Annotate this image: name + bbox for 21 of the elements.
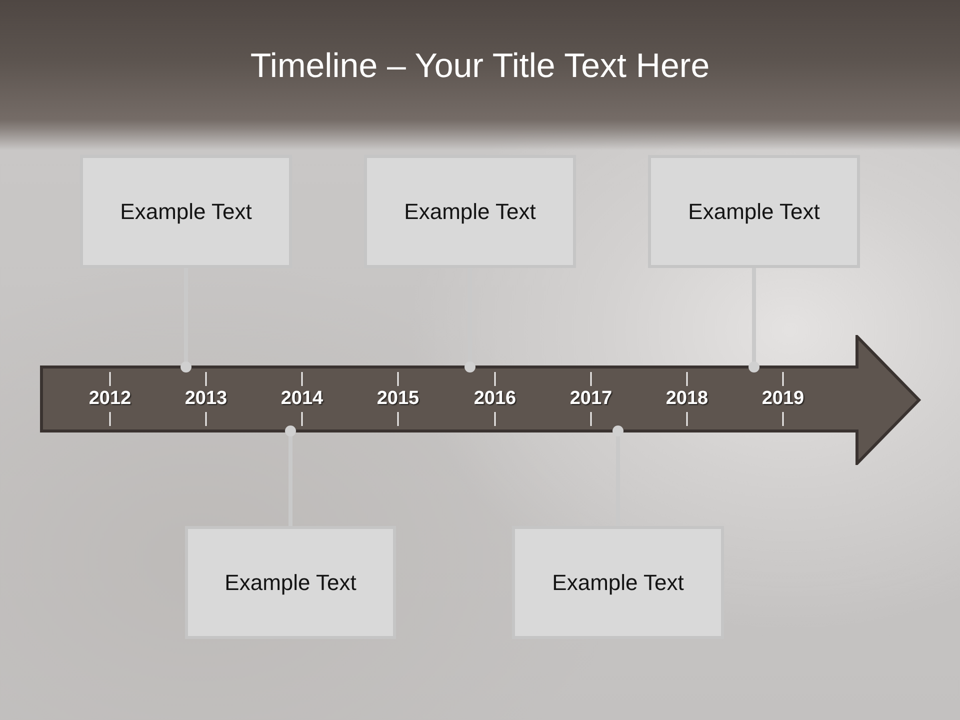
- event-text: Example Text: [120, 198, 252, 226]
- event-text: Example Text: [552, 568, 684, 596]
- timeline-arrow: [40, 335, 922, 465]
- event-card: [648, 155, 860, 268]
- event-text: Example Text: [404, 198, 536, 226]
- year-label: 2013: [184, 388, 228, 410]
- event-text: Example Text: [224, 568, 356, 596]
- year-label: 2018: [666, 388, 708, 410]
- slide-title: Timeline – Your Title Text Here: [250, 46, 710, 87]
- year-label: 2014: [280, 388, 324, 410]
- event-text: Example Text: [688, 198, 820, 226]
- leader-line: [180, 268, 192, 372]
- year-label: 2015: [376, 388, 420, 410]
- year-label: 2019: [762, 388, 804, 410]
- year-label: 2012: [88, 388, 132, 410]
- year-label: 2017: [570, 388, 612, 410]
- leader-line: [285, 426, 296, 526]
- year-label: 2016: [474, 388, 516, 410]
- leader-line: [748, 268, 760, 372]
- event-card: [185, 526, 396, 639]
- event-card: [512, 526, 724, 639]
